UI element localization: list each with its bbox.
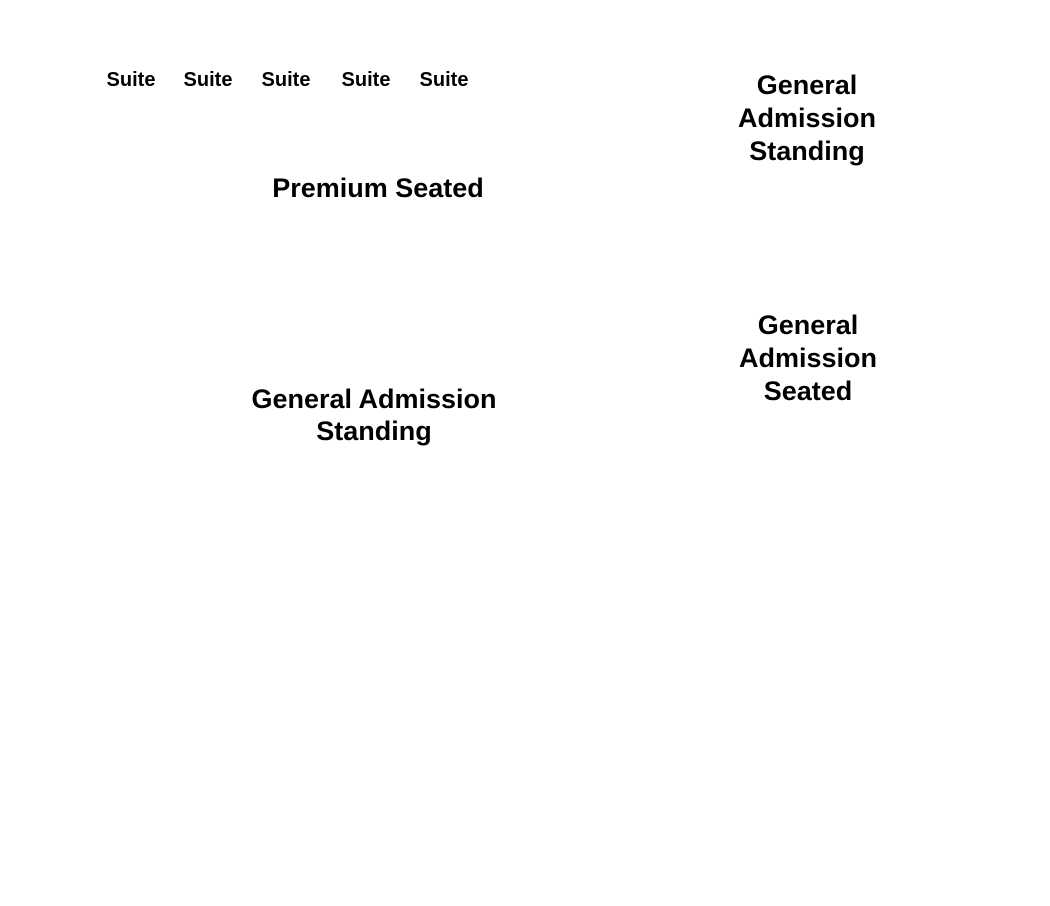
- suite-label-4: Suite: [341, 69, 391, 91]
- general-admission-standing-main-label: General Admission Standing: [214, 383, 534, 447]
- suite-label-5: Suite: [419, 69, 469, 91]
- ga-standing-main-line-1: General Admission: [251, 384, 497, 414]
- ga-standing-right-line-3: Standing: [749, 136, 865, 166]
- suite-label-3: Suite: [261, 69, 311, 91]
- ga-seated-right-line-2: Admission: [738, 343, 878, 373]
- premium-seated-label: Premium Seated: [272, 173, 484, 203]
- general-admission-standing-right-label: General Admission Standing: [707, 69, 907, 168]
- ga-seated-right-line-3: Seated: [763, 376, 853, 406]
- ga-standing-right-line-2: Admission: [737, 103, 877, 133]
- ga-standing-right-line-1: General: [756, 70, 858, 100]
- general-admission-seated-right-label: General Admission Seated: [708, 309, 908, 408]
- ga-standing-main-line-2: Standing: [316, 416, 432, 446]
- ga-seated-right-line-1: General: [757, 310, 859, 340]
- suite-label-2: Suite: [183, 69, 233, 91]
- suite-label-1: Suite: [106, 69, 156, 91]
